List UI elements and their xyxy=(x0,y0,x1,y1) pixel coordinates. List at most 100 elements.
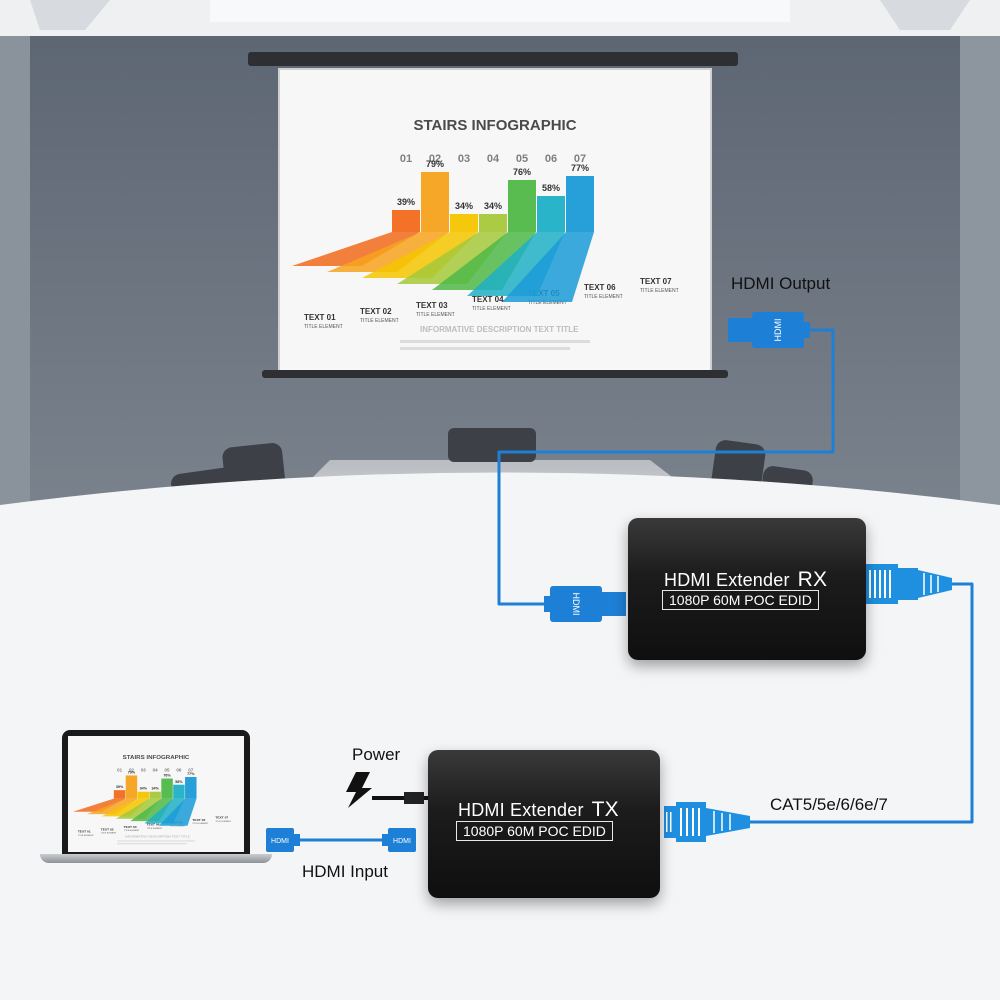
laptop-desc-line-1 xyxy=(117,840,195,842)
screen-desc-line-1 xyxy=(400,340,590,343)
hdmi-output-plug-icon: HDMI xyxy=(728,312,810,348)
plug-label: HDMI xyxy=(773,319,783,342)
laptop-item-3: TEXT 03 xyxy=(124,825,137,829)
screen-item-sub-5: TITLE ELEMENT xyxy=(528,300,567,306)
laptop-item-2: TEXT 02 xyxy=(101,827,114,831)
screen-percent-5: 76% xyxy=(513,167,531,177)
hdmi-input-plug-right-icon: HDMI xyxy=(382,828,416,852)
laptop-item-sub-5: TITLE ELEMENT xyxy=(170,826,187,828)
screen-number-6: 06 xyxy=(545,153,557,165)
laptop-percent-2: 79% xyxy=(128,771,136,775)
laptop-item-sub-7: TITLE ELEMENT xyxy=(215,821,232,823)
screen-item-sub-6: TITLE ELEMENT xyxy=(584,294,623,300)
screen-item-3: TEXT 03 xyxy=(416,301,448,310)
laptop-pillar-1 xyxy=(113,790,126,799)
plug-label: HDMI xyxy=(571,593,581,616)
hdmi-output-label: HDMI Output xyxy=(731,274,831,293)
screen-item-4: TEXT 04 xyxy=(472,295,504,304)
screen-percent-7: 77% xyxy=(571,163,589,173)
laptop-base xyxy=(40,854,272,863)
laptop-percent-1: 39% xyxy=(116,785,124,789)
screen-percent-4: 34% xyxy=(484,201,502,211)
screen-number-7: 07 xyxy=(574,153,586,165)
svg-text:HDMI: HDMI xyxy=(271,838,289,845)
laptop-number-5: 05 xyxy=(165,768,171,773)
laptop-item-sub-3: TITLE ELEMENT xyxy=(124,830,141,832)
screen-pillar-7 xyxy=(566,176,594,232)
laptop-pillar-6 xyxy=(173,784,185,799)
laptop-number-6: 06 xyxy=(176,768,182,773)
laptop-step-1 xyxy=(72,798,126,812)
laptop-item-7: TEXT 07 xyxy=(215,816,228,820)
laptop-number-1: 01 xyxy=(117,768,123,773)
network-cable xyxy=(748,582,974,824)
screen-number-5: 05 xyxy=(516,153,528,165)
rx-device-tag: RX xyxy=(797,568,828,591)
screen-percent-2: 79% xyxy=(426,159,444,169)
screen-pillar-3 xyxy=(450,214,478,232)
screen-item-7: TEXT 07 xyxy=(640,277,672,286)
laptop-pillar-5 xyxy=(161,778,173,799)
laptop-item-sub-1: TITLE ELEMENT xyxy=(78,835,95,837)
screen-step-7 xyxy=(502,232,594,302)
screen-pillar-2 xyxy=(421,172,449,232)
laptop-desc-title: INFORMATIVE DESCRIPTION TEXT TITLE xyxy=(125,834,190,838)
laptop-desc-line-2 xyxy=(117,843,187,845)
screen-number-4: 04 xyxy=(487,153,500,165)
screen-item-1: TEXT 01 xyxy=(304,313,336,322)
power-lightning-icon xyxy=(346,772,372,808)
screen-step-4 xyxy=(397,232,507,284)
screen-number-3: 03 xyxy=(458,153,470,165)
laptop-step-2 xyxy=(87,798,138,815)
projector-bottom-bar xyxy=(262,370,728,378)
screen-step-3 xyxy=(362,232,478,278)
laptop-pillar-4 xyxy=(149,791,161,799)
hdmi-rx-plug-icon: HDMI xyxy=(544,586,626,622)
screen-number-2: 02 xyxy=(429,153,441,165)
screen-item-2: TEXT 02 xyxy=(360,307,392,316)
screen-pillar-1 xyxy=(392,210,420,232)
screen-pillar-5 xyxy=(508,180,536,232)
power-label: Power xyxy=(352,745,401,764)
screen-item-sub-7: TITLE ELEMENT xyxy=(640,288,679,294)
screen-title: STAIRS INFOGRAPHIC xyxy=(413,117,576,134)
hdmi-output-cable xyxy=(497,328,835,606)
laptop-item-6: TEXT 06 xyxy=(192,818,205,822)
laptop-percent-6: 58% xyxy=(175,780,183,784)
svg-text:HDMI: HDMI xyxy=(393,838,411,845)
screen-desc-title: INFORMATIVE DESCRIPTION TEXT TITLE xyxy=(420,325,579,334)
screen-step-1 xyxy=(292,232,420,266)
screen-item-sub-2: TITLE ELEMENT xyxy=(360,318,399,324)
rj45-tx-plug-icon xyxy=(664,802,750,842)
cable-type-label: CAT5/5e/6/6e/7 xyxy=(770,795,888,814)
screen-item-sub-4: TITLE ELEMENT xyxy=(472,306,511,312)
laptop-number-2: 02 xyxy=(129,768,135,773)
laptop-number-3: 03 xyxy=(141,768,147,773)
laptop-pillar-7 xyxy=(185,776,197,799)
laptop-item-sub-6: TITLE ELEMENT xyxy=(192,823,209,825)
laptop-item-sub-4: TITLE ELEMENT xyxy=(147,828,164,830)
hdmi-input-label: HDMI Input xyxy=(302,862,388,881)
laptop-percent-7: 77% xyxy=(187,772,195,776)
laptop-pillar-3 xyxy=(137,791,150,799)
laptop-item-4: TEXT 04 xyxy=(147,823,160,827)
laptop-percent-4: 34% xyxy=(151,787,159,791)
laptop-item-1: TEXT 01 xyxy=(78,830,91,834)
screen-item-6: TEXT 06 xyxy=(584,283,616,292)
screen-item-sub-3: TITLE ELEMENT xyxy=(416,312,455,318)
screen-pillar-6 xyxy=(537,196,565,232)
screen-percent-1: 39% xyxy=(397,197,415,207)
laptop-percent-5: 76% xyxy=(163,774,171,778)
laptop-step-3 xyxy=(101,798,150,817)
screen-percent-3: 34% xyxy=(455,201,473,211)
